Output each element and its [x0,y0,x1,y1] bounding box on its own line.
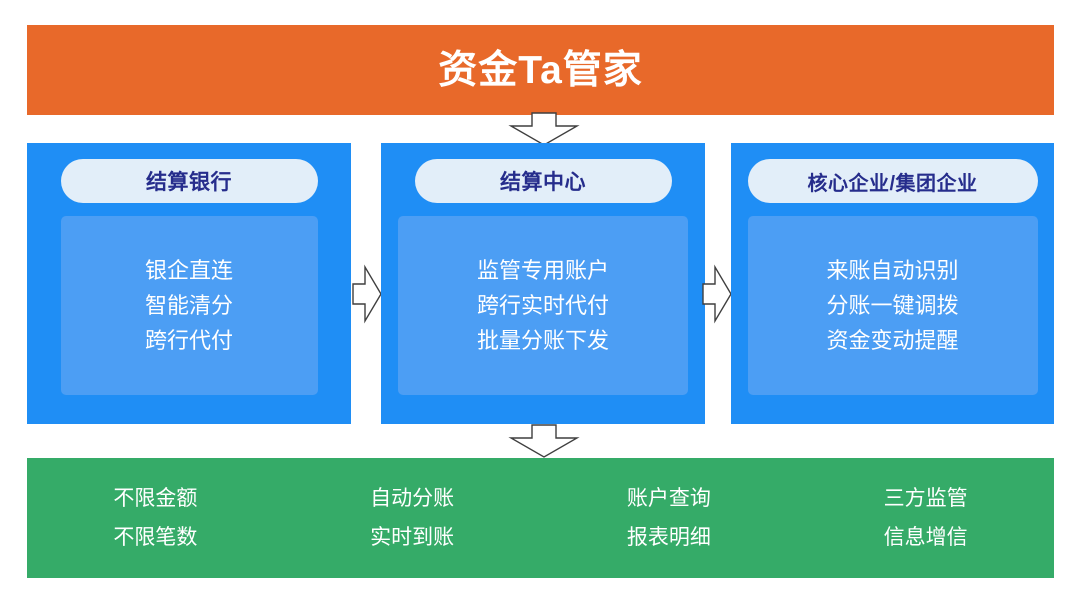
pillar-header-pill: 核心企业/集团企业 [747,159,1038,203]
pillar-settlement-bank: 结算银行 银企直连 智能清分 跨行代付 [27,143,351,424]
pillar-item: 资金变动提醒 [826,328,959,354]
pillar-title: 结算中心 [500,171,586,194]
arrow-down-icon [505,112,583,146]
feature-bar: 不限金额 不限笔数 自动分账 实时到账 账户查询 报表明细 三方监管 信息增信 [27,458,1054,578]
arrow-right-icon [702,263,732,325]
pillar-item: 来账自动识别 [826,257,959,283]
feature-item: 自动分账 [370,487,455,510]
feature-item: 报表明细 [626,526,711,549]
feature-column: 自动分账 实时到账 [284,488,541,548]
pillar-header-pill: 结算中心 [414,159,672,203]
pillar-title: 核心企业/集团企业 [807,172,978,195]
feature-column: 账户查询 报表明细 [541,488,798,548]
pillar-item: 批量分账下发 [476,328,609,354]
pillar-item: 跨行代付 [144,328,233,354]
feature-column: 不限金额 不限笔数 [27,488,284,548]
pillar-body: 银企直连 智能清分 跨行代付 [60,216,318,395]
feature-item: 信息增信 [883,526,968,549]
feature-item: 账户查询 [626,487,711,510]
feature-column: 三方监管 信息增信 [797,488,1054,548]
pillar-body: 监管专用账户 跨行实时代付 批量分账下发 [398,216,688,395]
feature-item: 不限金额 [113,487,198,510]
pillar-item: 银企直连 [144,257,233,283]
pillar-item: 分账一键调拨 [826,292,959,318]
feature-item: 实时到账 [370,526,455,549]
pillar-body: 来账自动识别 分账一键调拨 资金变动提醒 [747,216,1038,395]
pillar-title: 结算银行 [146,171,232,194]
pillar-item: 监管专用账户 [476,257,609,283]
pillar-item: 智能清分 [144,292,233,318]
pillar-core-enterprise: 核心企业/集团企业 来账自动识别 分账一键调拨 资金变动提醒 [731,143,1054,424]
pillar-item: 跨行实时代付 [476,292,609,318]
arrow-down-icon [505,424,583,458]
feature-item: 不限笔数 [113,526,198,549]
header-banner: 资金Ta管家 [27,25,1054,115]
pillar-settlement-center: 结算中心 监管专用账户 跨行实时代付 批量分账下发 [381,143,705,424]
arrow-right-icon [352,263,382,325]
pillar-header-pill: 结算银行 [60,159,318,203]
feature-item: 三方监管 [883,487,968,510]
page-title: 资金Ta管家 [438,48,643,92]
